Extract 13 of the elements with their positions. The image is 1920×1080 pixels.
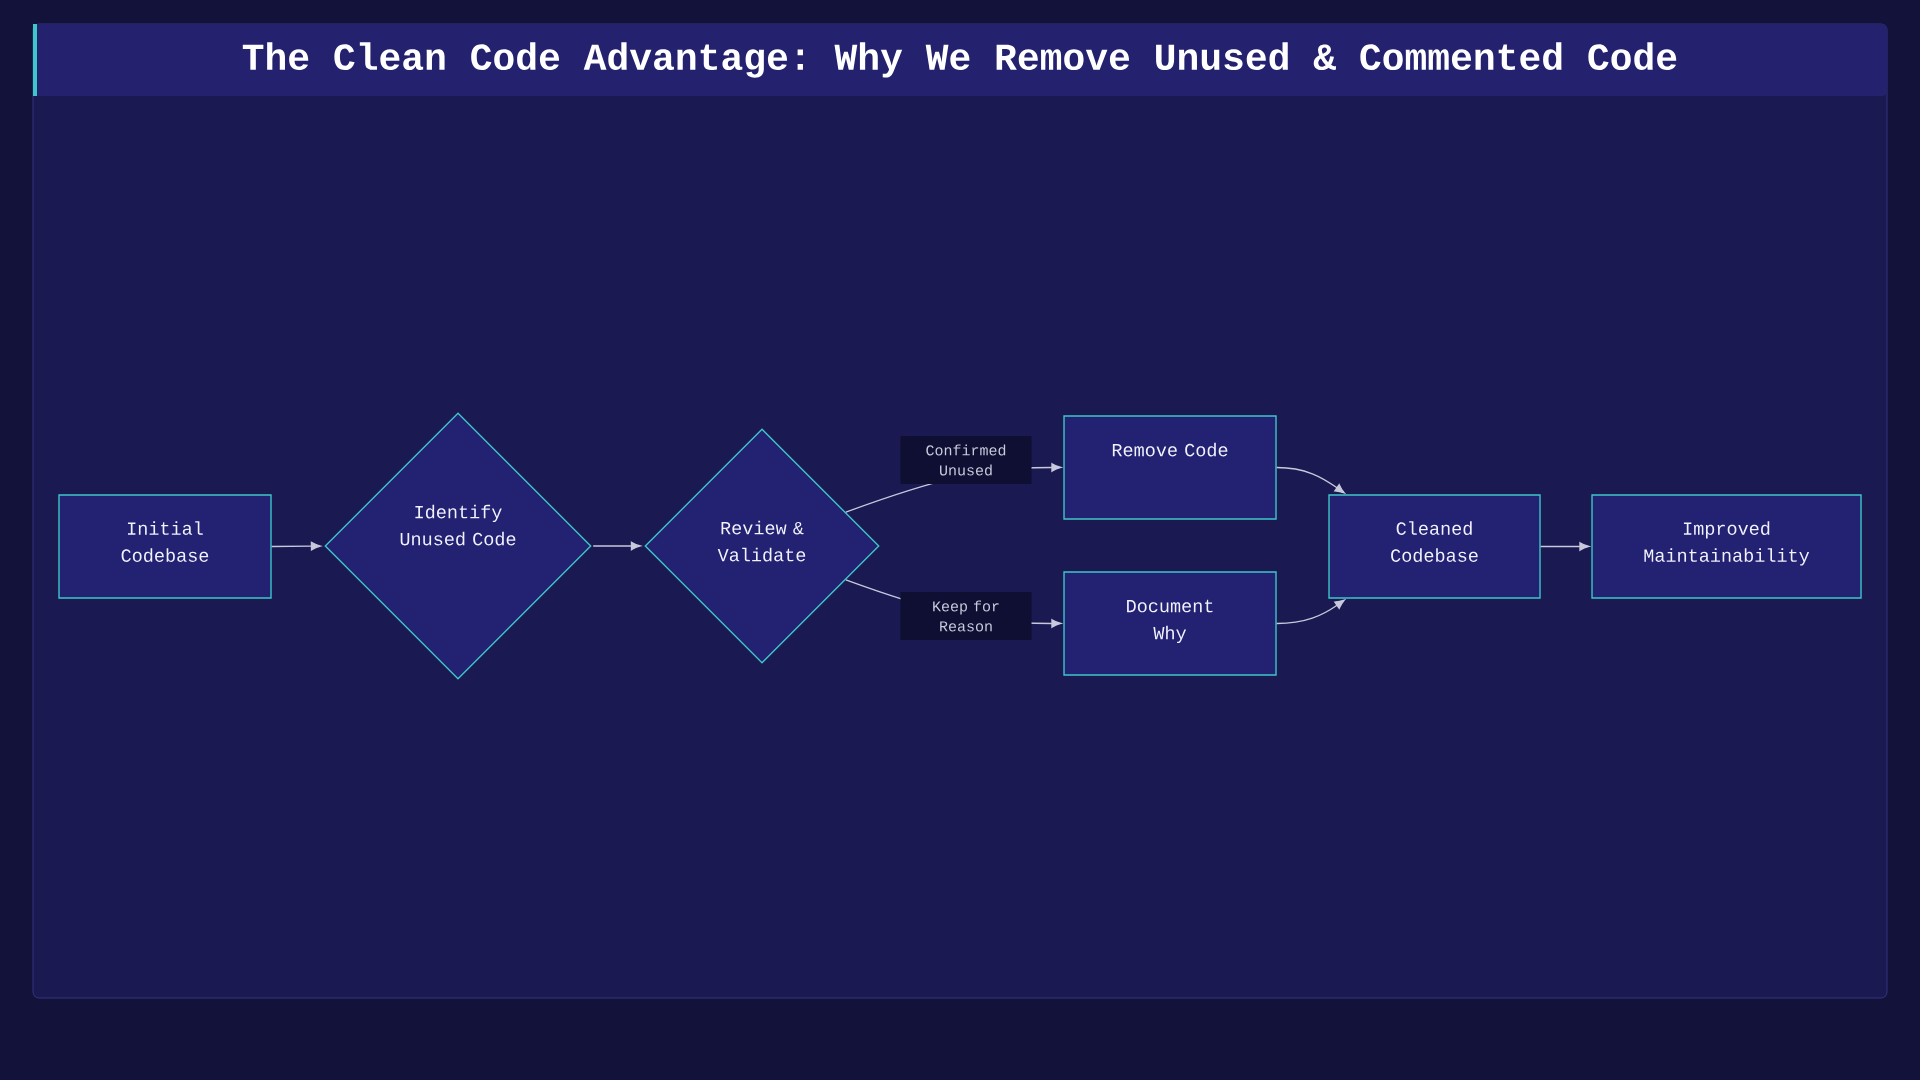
arrow [1540, 542, 1590, 551]
edge-label: Keep for Reason [900, 592, 1032, 640]
process-box: Document Why [1063, 571, 1277, 676]
process-box: Improved Maintainability [1591, 494, 1862, 599]
edge-label: Confirmed Unused [900, 436, 1032, 484]
arrow [1276, 466, 1345, 494]
arrow [592, 541, 642, 551]
arrow [1276, 599, 1345, 625]
process-box: Remove Code [1063, 415, 1277, 520]
title: The Clean Code Advantage: Why We Remove Unused & Commented Code [33, 24, 1887, 96]
arrow [271, 541, 322, 551]
process-box: Cleaned Codebase [1328, 494, 1541, 599]
process-box: Initial Codebase [58, 494, 272, 599]
